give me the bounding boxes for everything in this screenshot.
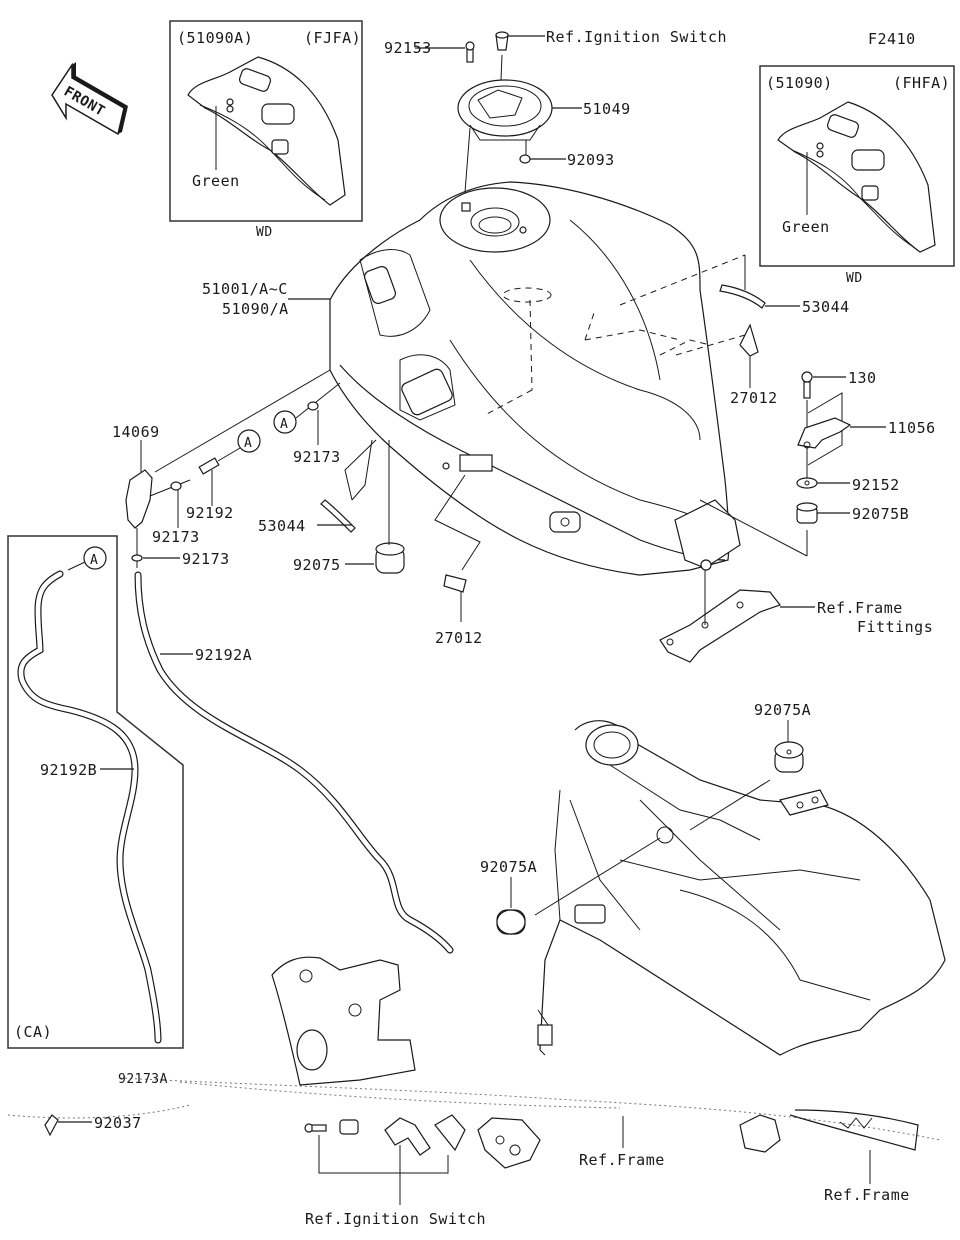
inset-frame	[759, 65, 955, 267]
callout-92192A: 92192A	[195, 646, 252, 664]
callout-11056: 11056	[888, 419, 936, 437]
callout-92093: 92093	[567, 151, 615, 169]
filler-neck	[439, 187, 551, 253]
callout-51001: 51001/A~C	[202, 280, 288, 298]
callout-130: 130	[848, 369, 877, 387]
ca-box-label: (CA)	[14, 1023, 52, 1041]
callout-92173-mid: 92173	[152, 528, 200, 546]
inset-region: WD	[846, 271, 863, 286]
label-plate	[459, 454, 493, 472]
inset-region: WD	[256, 225, 273, 240]
rubber-53044-left	[320, 499, 356, 533]
frame-fittings-bracket	[659, 589, 781, 663]
callout-ref-ignition-switch-top: Ref.Ignition Switch	[546, 28, 727, 46]
mount-bracket	[549, 511, 581, 533]
callout-92173-upper: 92173	[293, 448, 341, 466]
frame-rear-lower	[739, 1109, 919, 1184]
callout-14069: 14069	[112, 423, 160, 441]
callout-ref-ignition-switch-bottom: Ref.Ignition Switch	[305, 1210, 486, 1228]
inset-part-number: (51090)	[766, 74, 833, 92]
frame-head-lower	[271, 956, 416, 1086]
callout-92152: 92152	[852, 476, 900, 494]
fuel-cap-assembly: 92153 Ref.Ignition Switch 51049 92093	[384, 28, 727, 206]
front-arrow-icon: FRONT	[51, 62, 128, 136]
inset-callout-green: Green	[782, 218, 830, 236]
callout-92153: 92153	[384, 39, 432, 57]
fuel-tank-51001: 51001/A~C	[202, 181, 746, 576]
right-side-parts: 53044 27012 130 11056 92152 92075B	[699, 255, 936, 557]
callout-27012-right: 27012	[730, 389, 778, 407]
left-side-parts: 53044 92075 27012	[258, 439, 483, 647]
inset-51090A: (51090A) (FJFA) Green WD	[169, 20, 363, 240]
connector-a-label: A	[280, 417, 288, 432]
callout-51049: 51049	[583, 100, 631, 118]
callout-92075: 92075	[293, 556, 341, 574]
callout-ref-frame-mid: Ref.Frame	[579, 1151, 665, 1169]
fuel-cock-assembly: 14069 92173 92192 A A 92173 92173 92192A	[112, 369, 454, 954]
inset-variant: (FJFA)	[304, 29, 361, 47]
connector-a-marker	[83, 546, 107, 570]
callout-92173A: 92173A	[118, 1072, 168, 1087]
damper-92075A-left: 92075A	[480, 858, 537, 935]
ignition-switch-bracket: Ref.Ignition Switch	[304, 1114, 541, 1228]
callout-92075B: 92075B	[852, 505, 909, 523]
callout-53044-right: 53044	[802, 298, 850, 316]
rubber-53044	[719, 284, 766, 309]
callout-92192: 92192	[186, 504, 234, 522]
bracket-11056	[797, 417, 852, 449]
steering-head	[585, 724, 639, 766]
callout-92173-low: 92173	[182, 550, 230, 568]
phantom-tank-outline	[7, 1077, 941, 1141]
rear-mount-plate	[674, 499, 741, 569]
ca-box-frame	[7, 535, 184, 1049]
connector-a-label: A	[90, 553, 98, 568]
inset-frame	[169, 20, 363, 222]
callout-ref-frame-fittings: Ref.Frame	[817, 599, 903, 617]
bolt-130	[801, 371, 813, 383]
callout-ref-frame-right: Ref.Frame	[824, 1186, 910, 1204]
hose-92192	[198, 457, 220, 475]
clip-92037: 92037	[44, 1114, 142, 1137]
tank-cover-drawing	[187, 56, 346, 206]
collar-92152	[796, 477, 818, 489]
figure-code: F2410	[868, 30, 916, 48]
gasket-92093	[519, 154, 531, 164]
clamp-92173	[170, 481, 182, 491]
callout-92037: 92037	[94, 1114, 142, 1132]
callout-92075A-right: 92075A	[754, 701, 811, 719]
callout-fittings: Fittings	[857, 618, 933, 636]
frame-fittings: Ref.Frame Fittings	[659, 570, 933, 663]
callout-92192B: 92192B	[40, 761, 97, 779]
motorcycle-frame	[534, 720, 946, 1056]
callout-27012-bottom: 27012	[435, 629, 483, 647]
inset-callout-green: Green	[192, 172, 240, 190]
label-27012-bottom	[443, 574, 467, 593]
tank-cover-drawing	[777, 101, 936, 253]
clamp-92173-low	[131, 554, 143, 562]
ca-variant-box: A 92192B (CA)	[7, 535, 184, 1049]
inset-variant: (FHFA)	[893, 74, 950, 92]
connector-a-marker	[237, 429, 261, 453]
connector-a-marker	[273, 410, 297, 434]
inset-51090: (51090) (FHFA) Green WD	[759, 65, 955, 286]
damper-92075A-right: 92075A	[754, 701, 811, 773]
clamp-92173-upper	[307, 401, 319, 411]
label-27012	[739, 323, 759, 357]
callout-53044-left: 53044	[258, 517, 306, 535]
inset-part-number: (51090A)	[177, 29, 253, 47]
hose-92192A	[134, 571, 454, 954]
callout-51090-a: 51090/A	[222, 300, 289, 318]
connector-a-label: A	[244, 436, 252, 451]
callout-92075A-left: 92075A	[480, 858, 537, 876]
fuel-tap-14069	[125, 469, 153, 529]
